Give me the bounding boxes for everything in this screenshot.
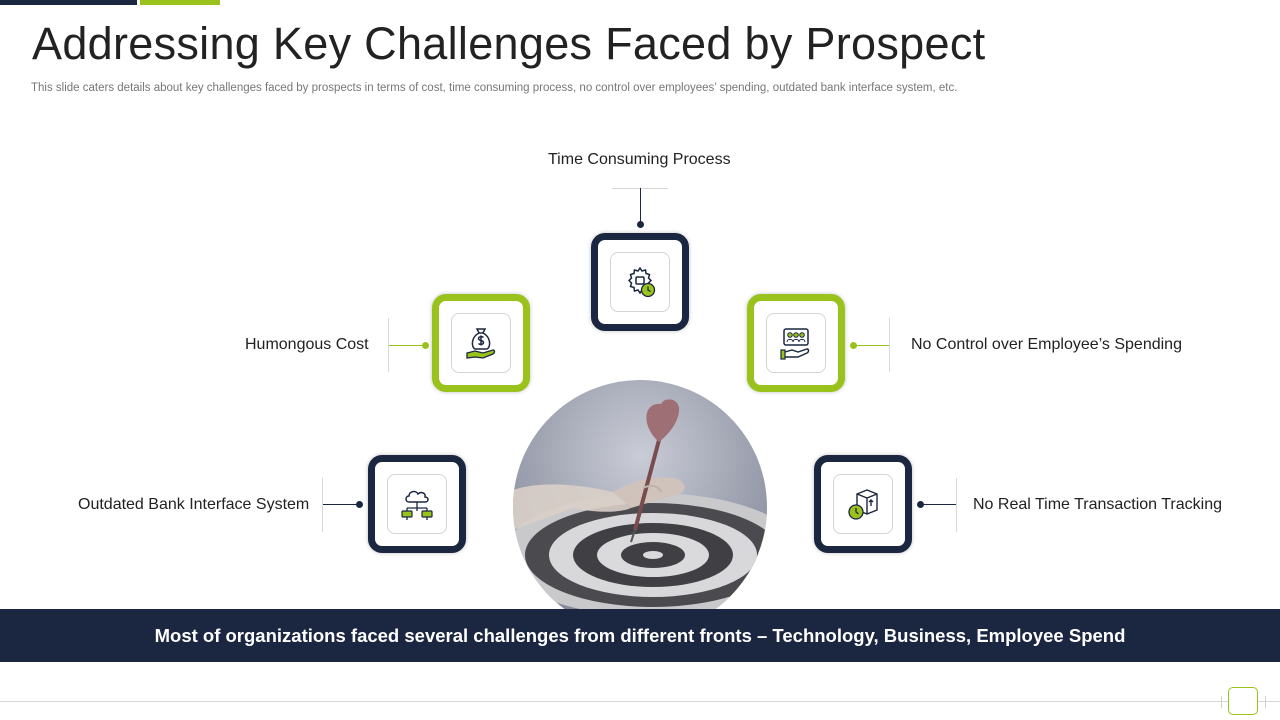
- tile-humongous-cost: [432, 294, 530, 392]
- banner-text: Most of organizations faced several chal…: [154, 624, 1126, 646]
- separator-bank: [322, 478, 323, 532]
- connector-dot-tracking: [917, 501, 924, 508]
- connector-tracking: [924, 504, 956, 505]
- footer-tick-right: [1265, 696, 1266, 708]
- connector-bank: [323, 504, 357, 505]
- dart-target-photo: [513, 380, 767, 634]
- connector-dot-bank: [356, 501, 363, 508]
- accent-bar-green: [140, 0, 220, 5]
- label-humongous-cost: Humongous Cost: [245, 336, 369, 353]
- slide-title: Addressing Key Challenges Faced by Prosp…: [32, 18, 986, 69]
- connector-dot-employee: [850, 342, 857, 349]
- tile-time-consuming-process: [591, 233, 689, 331]
- connector-dot-cost: [422, 342, 429, 349]
- label-outdated-bank-interface: Outdated Bank Interface System: [78, 496, 310, 513]
- gear-clock-icon: [627, 266, 656, 298]
- package-tracking-icon: [848, 489, 878, 520]
- slide-subtitle: This slide caters details about key chal…: [31, 82, 958, 94]
- footer-divider: [0, 701, 1280, 702]
- connector-employee: [856, 345, 889, 346]
- tile-employee-spending: [747, 294, 845, 392]
- money-bag-hand-icon: [466, 328, 496, 359]
- connector-dot-time: [637, 221, 644, 228]
- tile-outdated-bank-interface: [368, 455, 466, 553]
- label-no-real-time-tracking: No Real Time Transaction Tracking: [973, 496, 1222, 513]
- page-number-box: [1228, 687, 1258, 715]
- separator-tracking: [956, 478, 957, 532]
- separator-cost: [388, 318, 389, 372]
- connector-cost: [389, 345, 423, 346]
- accent-bar-dark: [0, 0, 137, 5]
- footer-tick-left: [1221, 696, 1222, 708]
- label-no-control-employee-spending: No Control over Employee’s Spending: [911, 336, 1182, 353]
- tile-real-time-tracking: [814, 455, 912, 553]
- cloud-network-icon: [401, 490, 433, 520]
- employees-hand-icon: [780, 328, 810, 360]
- connector-time: [640, 188, 641, 223]
- summary-banner: Most of organizations faced several chal…: [0, 609, 1280, 662]
- separator-employee: [889, 318, 890, 372]
- label-time-consuming-process: Time Consuming Process: [548, 151, 731, 168]
